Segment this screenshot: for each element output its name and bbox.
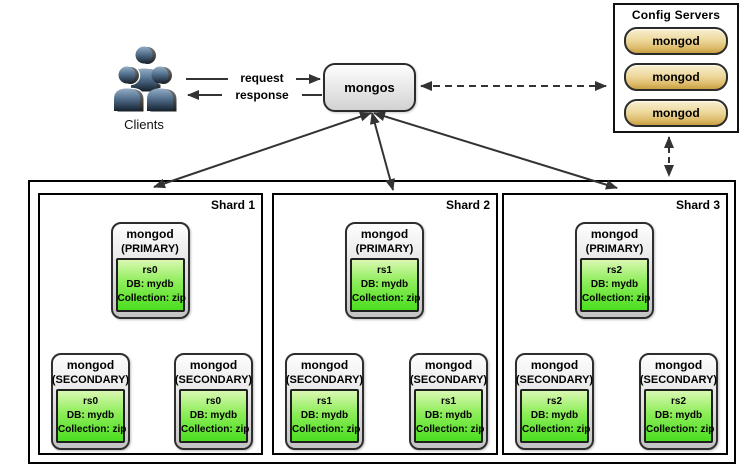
- replica-collection: Collection: zip: [117, 293, 186, 304]
- mongod-name: mongod: [654, 358, 703, 372]
- replica-set-box: rs2 DB: mydb Collection: zip: [580, 258, 651, 312]
- mongos-shard3-arrow: [373, 111, 618, 190]
- config-servers-box: Config Servers mongod mongod mongod: [613, 3, 739, 133]
- replica-set-name: rs0: [82, 396, 98, 407]
- replica-set-name: rs1: [440, 396, 456, 407]
- replica-db: DB: mydb: [126, 279, 174, 290]
- mongod-role: (SECONDARY): [174, 374, 253, 386]
- shards-container-box: Shard 1 mongod (PRIMARY) rs0 DB: mydb Co…: [28, 180, 736, 464]
- replica-db: DB: mydb: [300, 410, 349, 421]
- mongod-role: (PRIMARY): [585, 243, 644, 255]
- replica-db: DB: mydb: [424, 410, 473, 421]
- config-mongod-node: mongod: [624, 63, 728, 91]
- shard-2-box: Shard 2 mongod (PRIMARY) rs1 DB: mydb Co…: [272, 193, 498, 455]
- config-mongod-node: mongod: [624, 27, 728, 55]
- shard-1-box: Shard 1 mongod (PRIMARY) rs0 DB: mydb Co…: [38, 193, 263, 455]
- replica-set-name: rs1: [376, 265, 392, 276]
- mongod-secondary-node: mongod (SECONDARY) rs1 DB: mydb Collecti…: [285, 353, 364, 450]
- replica-collection: Collection: zip: [582, 293, 651, 304]
- replica-set-name: rs1: [316, 396, 332, 407]
- config-mongod-node: mongod: [624, 99, 728, 127]
- mongod-primary-node: mongod (PRIMARY) rs1 DB: mydb Collection…: [345, 222, 424, 319]
- replica-set-box: rs1 DB: mydb Collection: zip: [414, 389, 485, 443]
- replica-db: DB: mydb: [189, 410, 238, 421]
- replica-set-name: rs2: [670, 396, 686, 407]
- shard-2-label: Shard 2: [445, 198, 490, 212]
- request-label: request: [228, 71, 296, 86]
- config-servers-list: mongod mongod mongod: [615, 23, 737, 127]
- replica-set-name: rs0: [205, 396, 221, 407]
- shard-1-label: Shard 1: [210, 198, 255, 212]
- mongod-secondary-node: mongod (SECONDARY) rs0 DB: mydb Collecti…: [174, 353, 253, 450]
- replica-collection: Collection: zip: [646, 424, 715, 435]
- replica-collection: Collection: zip: [522, 424, 591, 435]
- clients-label: Clients: [124, 117, 164, 132]
- mongod-name: mongod: [126, 227, 174, 241]
- mongod-name: mongod: [424, 358, 473, 372]
- mongos-shard2-arrow: [370, 112, 395, 191]
- response-label: response: [222, 88, 302, 103]
- replica-db: DB: mydb: [66, 410, 115, 421]
- mongod-primary-node: mongod (PRIMARY) rs2 DB: mydb Collection…: [575, 222, 654, 319]
- replica-set-name: rs2: [546, 396, 562, 407]
- mongod-name: mongod: [360, 227, 409, 241]
- mongod-role: (SECONDARY): [515, 374, 594, 386]
- mongod-secondary-node: mongod (SECONDARY) rs1 DB: mydb Collecti…: [409, 353, 488, 450]
- mongod-role: (SECONDARY): [409, 374, 488, 386]
- replica-set-box: rs0 DB: mydb Collection: zip: [179, 389, 250, 443]
- mongod-role: (SECONDARY): [285, 374, 364, 386]
- replica-db: DB: mydb: [360, 279, 409, 290]
- replica-collection: Collection: zip: [181, 424, 250, 435]
- mongod-secondary-node: mongod (SECONDARY) rs2 DB: mydb Collecti…: [515, 353, 594, 450]
- replica-set-name: rs0: [142, 265, 158, 276]
- replica-collection: Collection: zip: [292, 424, 361, 435]
- replica-db: DB: mydb: [590, 279, 639, 290]
- mongod-name: mongod: [530, 358, 579, 372]
- replica-collection: Collection: zip: [416, 424, 485, 435]
- replica-db: DB: mydb: [654, 410, 703, 421]
- replica-collection: Collection: zip: [58, 424, 127, 435]
- mongos-router-box: mongos: [323, 63, 416, 112]
- replica-set-box: rs0 DB: mydb Collection: zip: [115, 258, 186, 312]
- mongod-secondary-node: mongod (SECONDARY) rs0 DB: mydb Collecti…: [51, 353, 130, 450]
- replica-db: DB: mydb: [530, 410, 579, 421]
- mongod-role: (SECONDARY): [639, 374, 718, 386]
- replica-collection: Collection: zip: [352, 293, 421, 304]
- mongod-role: (PRIMARY): [355, 243, 414, 255]
- mongod-name: mongod: [590, 227, 639, 241]
- clients-group-icon: [114, 46, 178, 113]
- mongod-name: mongod: [300, 358, 349, 372]
- replica-set-box: rs2 DB: mydb Collection: zip: [644, 389, 715, 443]
- shard-3-box: Shard 3 mongod (PRIMARY) rs2 DB: mydb Co…: [502, 193, 728, 455]
- mongod-primary-node: mongod (PRIMARY) rs0 DB: mydb Collection…: [110, 222, 190, 319]
- replica-set-box: rs0 DB: mydb Collection: zip: [56, 389, 127, 443]
- replica-set-box: rs1 DB: mydb Collection: zip: [290, 389, 361, 443]
- config-servers-title: Config Servers: [631, 8, 721, 22]
- replica-set-box: rs2 DB: mydb Collection: zip: [520, 389, 591, 443]
- replica-set-name: rs2: [606, 265, 622, 276]
- mongod-role: (SECONDARY): [51, 374, 130, 386]
- mongod-role: (PRIMARY): [121, 243, 179, 255]
- mongos-label: mongos: [344, 79, 395, 95]
- replica-set-box: rs1 DB: mydb Collection: zip: [350, 258, 421, 312]
- mongod-name: mongod: [66, 358, 115, 372]
- mongod-secondary-node: mongod (SECONDARY) rs2 DB: mydb Collecti…: [639, 353, 718, 450]
- mongod-name: mongod: [189, 358, 238, 372]
- mongos-shard1-arrow: [153, 111, 372, 189]
- shard-3-label: Shard 3: [675, 198, 720, 212]
